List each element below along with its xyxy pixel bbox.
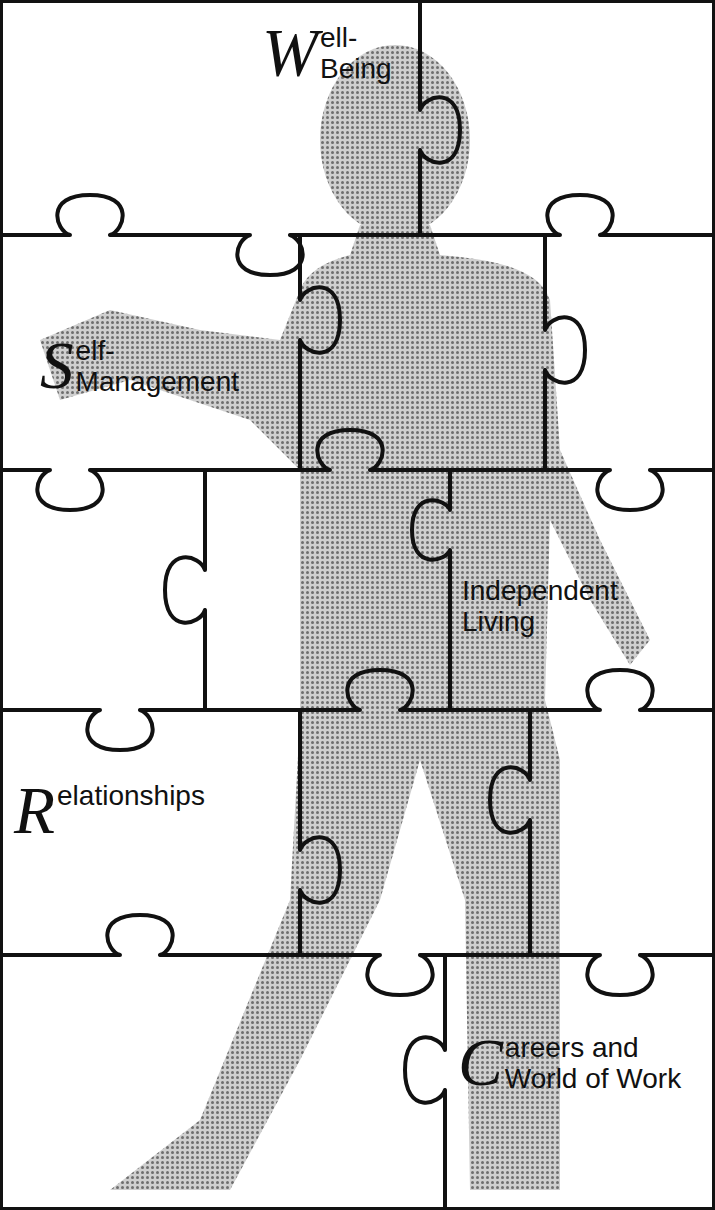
piece-label: Well- Being xyxy=(262,22,417,85)
puzzle-piece: Relationships xyxy=(14,780,294,839)
puzzle-piece: Careers and World of Work xyxy=(458,1032,703,1095)
piece-label: Careers and World of Work xyxy=(458,1032,703,1095)
person-silhouette xyxy=(40,45,650,1190)
puzzle-piece: Independent Living xyxy=(462,575,677,638)
piece-label: Independent Living xyxy=(462,575,677,638)
puzzle-piece: Self- Management xyxy=(40,335,275,398)
piece-label: Self- Management xyxy=(40,335,275,398)
piece-label: Relationships xyxy=(14,780,294,811)
puzzle-piece: Well- Being xyxy=(262,22,417,85)
